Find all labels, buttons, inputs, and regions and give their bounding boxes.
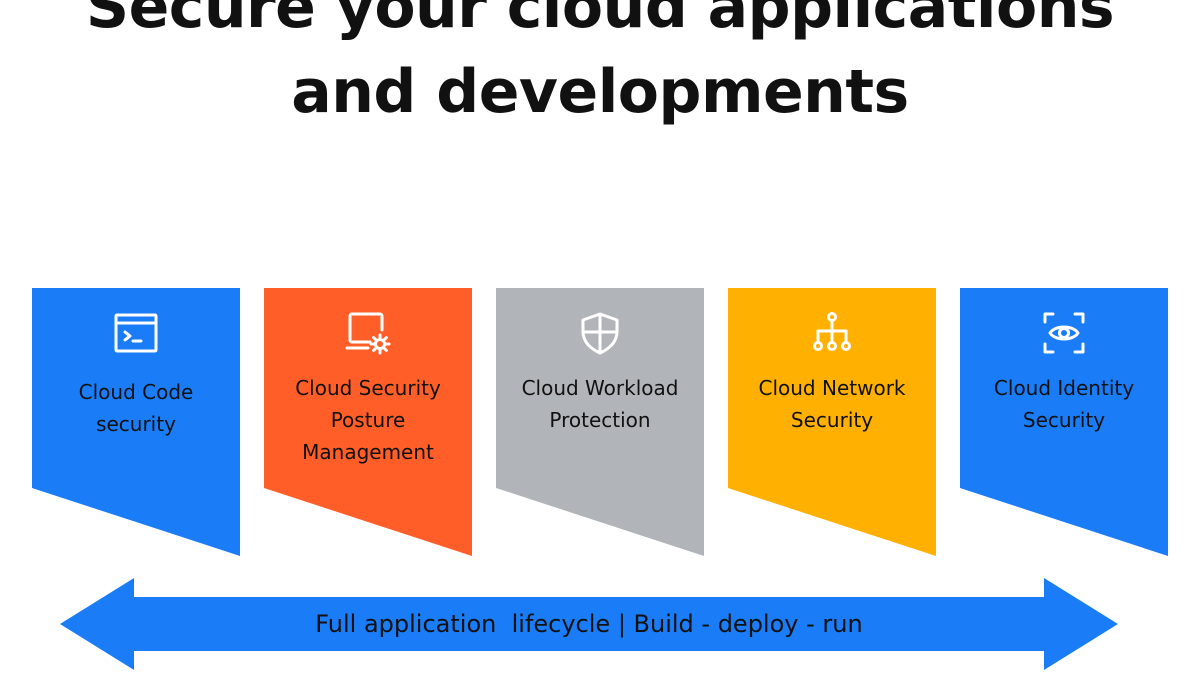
pillar-label-line: Management [302, 440, 434, 464]
pillar-label: Cloud Security Posture Management [270, 372, 466, 468]
pillar-cloud-workload-protection: Cloud Workload Protection [496, 288, 704, 556]
headline-line-1: Secure your cloud applications [85, 0, 1115, 42]
pillar-label-line: Security [1022, 408, 1106, 432]
pillar-label-line: Cloud Network [758, 376, 906, 400]
laptop-gear-icon [264, 310, 472, 356]
pillar-shape [264, 288, 472, 556]
pillar-shape [32, 288, 240, 556]
pillar-label-line: Cloud Workload [521, 376, 679, 400]
headline-line-2: and developments [291, 57, 909, 127]
pillar-label-line: Cloud Identity [993, 376, 1135, 400]
pillar-label: Cloud Identity Security [966, 372, 1162, 436]
pillar-label-line: security [96, 412, 176, 436]
lifecycle-label: Full application lifecycle | Build - dep… [315, 610, 863, 638]
pillar-label-line: Posture [330, 408, 406, 432]
pillar-label: Cloud Workload Protection [502, 372, 698, 436]
pillar-label: Cloud Code security [38, 376, 234, 440]
lifecycle-arrow: Full application lifecycle | Build - dep… [60, 578, 1118, 670]
pillar-shape [496, 288, 704, 556]
pillar-cloud-security-posture-management: Cloud Security Posture Management [264, 288, 472, 556]
pillar-shape [960, 288, 1168, 556]
shield-icon [496, 310, 704, 356]
network-icon [728, 310, 936, 356]
pillar-label-line: Cloud Code [78, 380, 194, 404]
terminal-icon [32, 310, 240, 356]
double-arrow-icon [60, 578, 1118, 670]
pillar-label-line: Protection [549, 408, 651, 432]
pillar-cloud-identity-security: Cloud Identity Security [960, 288, 1168, 556]
pillar-cloud-code-security: Cloud Code security [32, 288, 240, 556]
pillar-label: Cloud Network Security [734, 372, 930, 436]
eye-scan-icon [960, 310, 1168, 356]
pillar-label-line: Security [790, 408, 874, 432]
pillar-shape [728, 288, 936, 556]
pillar-cloud-network-security: Cloud Network Security [728, 288, 936, 556]
pillar-label-line: Cloud Security [295, 376, 441, 400]
